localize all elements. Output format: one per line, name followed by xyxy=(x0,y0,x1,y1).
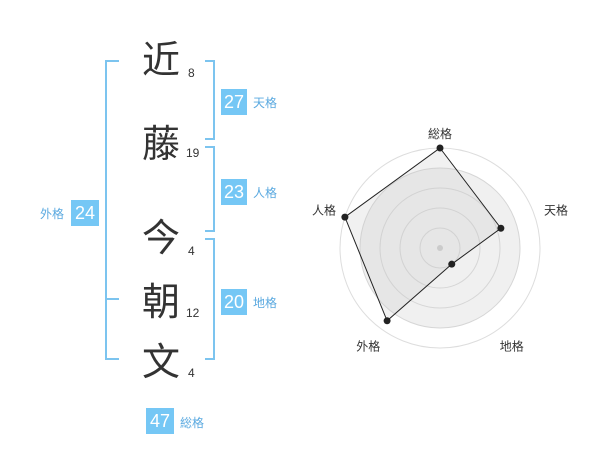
chikaku-label: 地格 xyxy=(253,296,278,310)
radar-axis-label-1: 総格 xyxy=(428,126,452,141)
stroke-count-2: 19 xyxy=(186,146,200,160)
gaikaku-label: 外格 xyxy=(40,207,65,221)
jinkaku-label: 人格 xyxy=(253,186,278,200)
jinkaku-value: 23 xyxy=(221,179,247,205)
name-char-4: 朝 xyxy=(142,280,181,324)
name-char-2: 藤 xyxy=(142,122,181,166)
stroke-count-4: 12 xyxy=(186,306,200,320)
soukaku-value: 47 xyxy=(146,408,174,434)
tenkaku-value: 27 xyxy=(221,89,247,115)
tenkaku-label: 天格 xyxy=(253,96,278,110)
name-char-1: 近 xyxy=(142,38,181,82)
stroke-count-3: 4 xyxy=(188,244,195,258)
radar-point-5 xyxy=(341,213,349,221)
radar-axis-label-2: 天格 xyxy=(544,202,568,217)
chikaku-value: 20 xyxy=(221,289,247,315)
radar-point-4 xyxy=(383,317,391,325)
name-char-3: 今 xyxy=(142,216,181,260)
radar-series-polygon xyxy=(344,147,502,322)
soukaku-label: 総格 xyxy=(180,416,205,430)
radar-axis-label-4: 外格 xyxy=(356,339,380,354)
radar-point-2 xyxy=(497,224,505,232)
stroke-count-1: 8 xyxy=(188,66,195,80)
radar-axis-label-3: 地格 xyxy=(500,339,524,354)
stroke-count-5: 4 xyxy=(188,366,195,380)
radar-point-1 xyxy=(436,144,444,152)
name-char-5: 文 xyxy=(142,340,181,384)
radar-center xyxy=(437,245,443,251)
gaikaku-value: 24 xyxy=(71,200,99,226)
radar-point-3 xyxy=(448,260,456,268)
radar-axis-label-5: 人格 xyxy=(312,202,336,217)
